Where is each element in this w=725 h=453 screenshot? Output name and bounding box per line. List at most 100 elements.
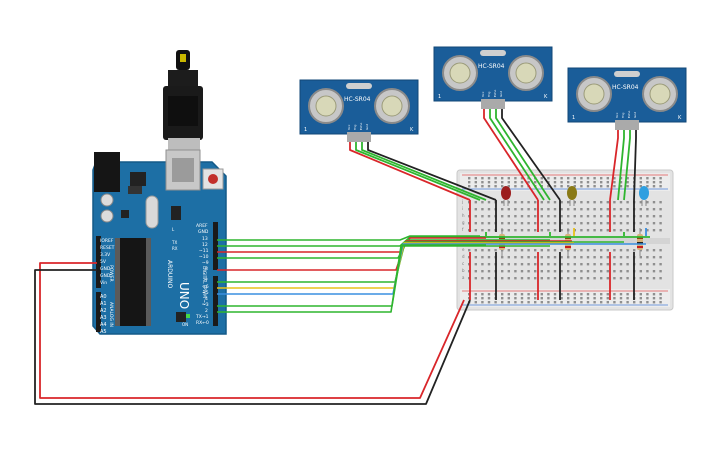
breadboard-hole <box>567 293 570 296</box>
sensor-label: HC-SR04 <box>344 96 371 103</box>
breadboard-hole <box>639 185 642 188</box>
digital-pin-label: 8 <box>205 266 208 272</box>
breadboard-hole <box>600 263 603 266</box>
breadboard-hole <box>600 185 603 188</box>
breadboard-hole <box>481 208 484 211</box>
breadboard-hole <box>639 201 642 204</box>
wire-green <box>217 244 486 307</box>
breadboard-hole <box>652 229 656 232</box>
breadboard-hole <box>573 270 576 273</box>
breadboard-hole <box>613 229 616 232</box>
power-header-label: POWER <box>108 265 114 282</box>
breadboard-hole <box>560 263 563 266</box>
breadboard-hole <box>619 270 623 273</box>
breadboard-hole <box>540 270 543 273</box>
breadboard-hole <box>606 297 609 300</box>
breadboard-hole <box>514 256 517 259</box>
breadboard-hole <box>619 297 623 300</box>
breadboard-hole <box>514 181 517 184</box>
digital-pin-label: 2 <box>205 308 208 314</box>
breadboard-hole <box>553 277 557 280</box>
breadboard-hole <box>534 222 537 225</box>
breadboard-hole <box>613 208 616 211</box>
breadboard-hole <box>507 270 510 273</box>
breadboard-hole <box>659 270 662 273</box>
breadboard-hole <box>527 208 530 211</box>
breadboard-hole <box>474 229 477 232</box>
sensor-pin-k-label: K <box>410 127 414 133</box>
breadboard-hole <box>540 249 543 252</box>
wire-red <box>609 130 619 201</box>
breadboard-hole <box>553 185 557 188</box>
digital-pin-label: AREF <box>196 223 208 229</box>
breadboard-hole <box>639 301 642 304</box>
breadboard-hole <box>600 270 603 273</box>
breadboard-hole <box>514 270 517 273</box>
breadboard-hole <box>606 215 609 218</box>
breadboard-hole <box>507 301 510 304</box>
breadboard-hole <box>573 177 576 180</box>
breadboard-hole <box>573 293 576 296</box>
breadboard-hole <box>580 256 583 259</box>
breadboard-hole <box>567 301 570 304</box>
breadboard-hole <box>534 270 537 273</box>
breadboard-hole <box>481 263 484 266</box>
breadboard-hole <box>659 177 662 180</box>
breadboard-hole <box>593 208 596 211</box>
breadboard-hole <box>560 293 563 296</box>
breadboard-hole <box>527 215 530 218</box>
digital-wires <box>217 235 646 313</box>
breadboard-hole <box>553 270 557 273</box>
breadboard-hole <box>600 181 603 184</box>
breadboard-hole <box>639 256 642 259</box>
breadboard-hole <box>567 222 570 225</box>
wire-black <box>34 269 471 405</box>
breadboard-hole <box>501 215 504 218</box>
breadboard-hole <box>613 270 616 273</box>
breadboard-hole <box>540 297 543 300</box>
breadboard-hole <box>567 177 570 180</box>
breadboard-hole <box>553 249 557 252</box>
sensor-pin-label: Gnd <box>365 124 369 130</box>
breadboard-hole <box>481 181 484 184</box>
breadboard-hole <box>560 229 563 232</box>
breadboard-hole <box>606 293 609 296</box>
wire-red <box>349 142 471 201</box>
sensor-pin-1-label: 1 <box>304 127 307 133</box>
breadboard-hole <box>507 181 510 184</box>
breadboard-hole <box>600 256 603 259</box>
analog-pin-label: A4 <box>100 322 107 328</box>
breadboard-hole <box>527 222 530 225</box>
breadboard-hole <box>487 208 491 211</box>
breadboard-hole <box>606 256 609 259</box>
wire-green <box>217 235 480 241</box>
breadboard-hole <box>646 297 649 300</box>
breadboard-hole <box>474 222 477 225</box>
breadboard-hole <box>633 301 636 304</box>
breadboard-hole <box>560 277 563 280</box>
row-letter: h <box>462 213 465 218</box>
breadboard-hole <box>567 277 570 280</box>
breadboard-hole <box>560 177 563 180</box>
breadboard-hole <box>593 263 596 266</box>
analog-pin-label: A3 <box>100 315 107 321</box>
breadboard-hole <box>527 256 530 259</box>
breadboard-hole <box>527 229 530 232</box>
breadboard-hole <box>547 185 550 188</box>
breadboard-hole <box>580 201 583 204</box>
breadboard-hole <box>652 181 656 184</box>
breadboard-hole <box>619 229 623 232</box>
breadboard-hole <box>573 208 576 211</box>
breadboard-hole <box>659 297 662 300</box>
breadboard-hole <box>534 301 537 304</box>
breadboard-hole <box>586 249 590 252</box>
breadboard-hole <box>553 256 557 259</box>
breadboard-hole <box>573 222 576 225</box>
breadboard-hole <box>547 201 550 204</box>
breadboard-hole <box>501 301 504 304</box>
breadboard-hole <box>613 277 616 280</box>
breadboard-hole <box>474 215 477 218</box>
breadboard-hole <box>494 249 497 252</box>
breadboard-hole <box>652 270 656 273</box>
